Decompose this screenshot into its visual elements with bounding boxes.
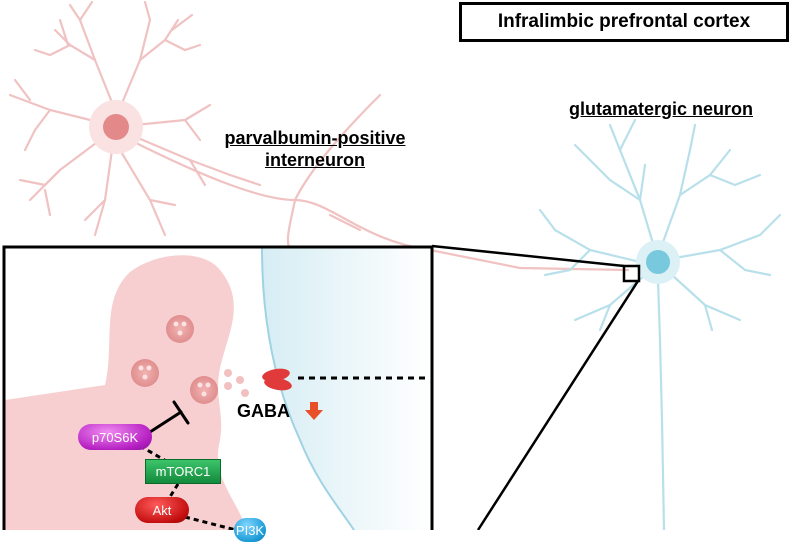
zoom-line-top [431, 244, 625, 268]
glutamatergic-neuron [538, 118, 782, 530]
region-title: Infralimbic prefrontal cortex [459, 2, 789, 42]
gaba-label: GABA [237, 401, 290, 421]
synapse-zoom-marker [622, 264, 641, 283]
gaba-receptor [262, 368, 292, 391]
mtorc1-node: mTORC1 [145, 459, 221, 484]
akt-node: Akt [135, 497, 189, 523]
pv-interneuron-label: parvalbumin-positive interneuron [195, 127, 435, 171]
inhibition-mark [148, 400, 190, 434]
diagram-canvas [2, 0, 782, 530]
zoom-line-bottom [476, 280, 640, 530]
pv-nucleus [103, 114, 129, 140]
postsynaptic-neuron [262, 248, 431, 530]
glu-nucleus [646, 250, 670, 274]
signaling-links [139, 444, 237, 530]
p70s6k-node: p70S6K [78, 424, 152, 450]
gaba-down-arrow [305, 402, 323, 420]
pv-interneuron [8, 0, 262, 237]
synapse-inset-frame [2, 245, 434, 530]
released-gaba [224, 369, 249, 397]
synaptic-vesicles [131, 315, 218, 404]
pi3k-node: PI3K [234, 518, 266, 542]
pv-label-line1: parvalbumin-positive [224, 128, 406, 148]
glutamatergic-neuron-label: glutamatergic neuron [568, 99, 754, 119]
pv-label-line2: interneuron [264, 150, 365, 170]
